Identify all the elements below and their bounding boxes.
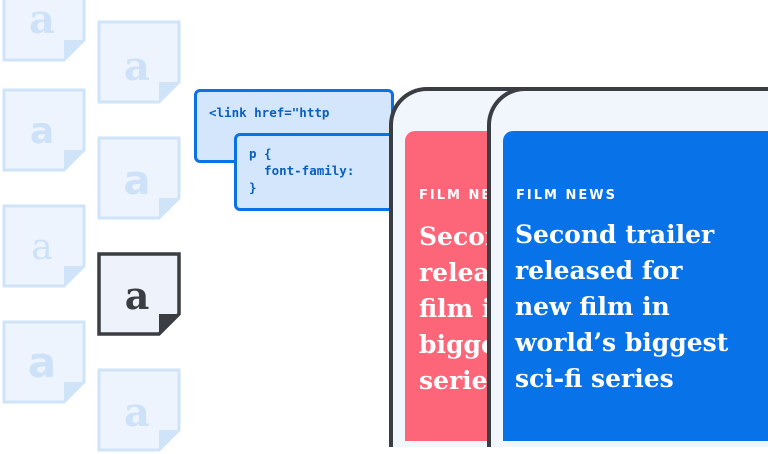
font-file-icon: a: [97, 20, 181, 106]
article-kicker: FILM NEWS: [419, 188, 505, 203]
svg-text:a: a: [31, 227, 52, 268]
article-card-blue[interactable]: FILM NEWS Second trailer released for ne…: [503, 131, 768, 441]
svg-text:a: a: [29, 0, 55, 43]
svg-text:a: a: [30, 111, 54, 152]
svg-text:a: a: [124, 389, 150, 436]
svg-text:a: a: [124, 43, 150, 90]
article-kicker: FILM NEWS: [516, 188, 617, 203]
font-file-icon: a: [2, 204, 86, 290]
svg-text:a: a: [28, 338, 56, 387]
svg-text:a: a: [125, 273, 150, 318]
font-file-icon: a: [2, 320, 86, 406]
font-file-icon-selected[interactable]: a: [97, 252, 181, 338]
font-file-icon: a: [97, 136, 181, 222]
font-file-icon: a: [2, 0, 86, 64]
css-font-family-snippet: p { font-family: }: [234, 133, 404, 211]
svg-text:a: a: [124, 158, 151, 204]
article-headline: Second trailer released for new film in …: [515, 220, 729, 393]
font-file-icon: a: [97, 368, 181, 454]
font-file-icon: a: [2, 88, 86, 174]
